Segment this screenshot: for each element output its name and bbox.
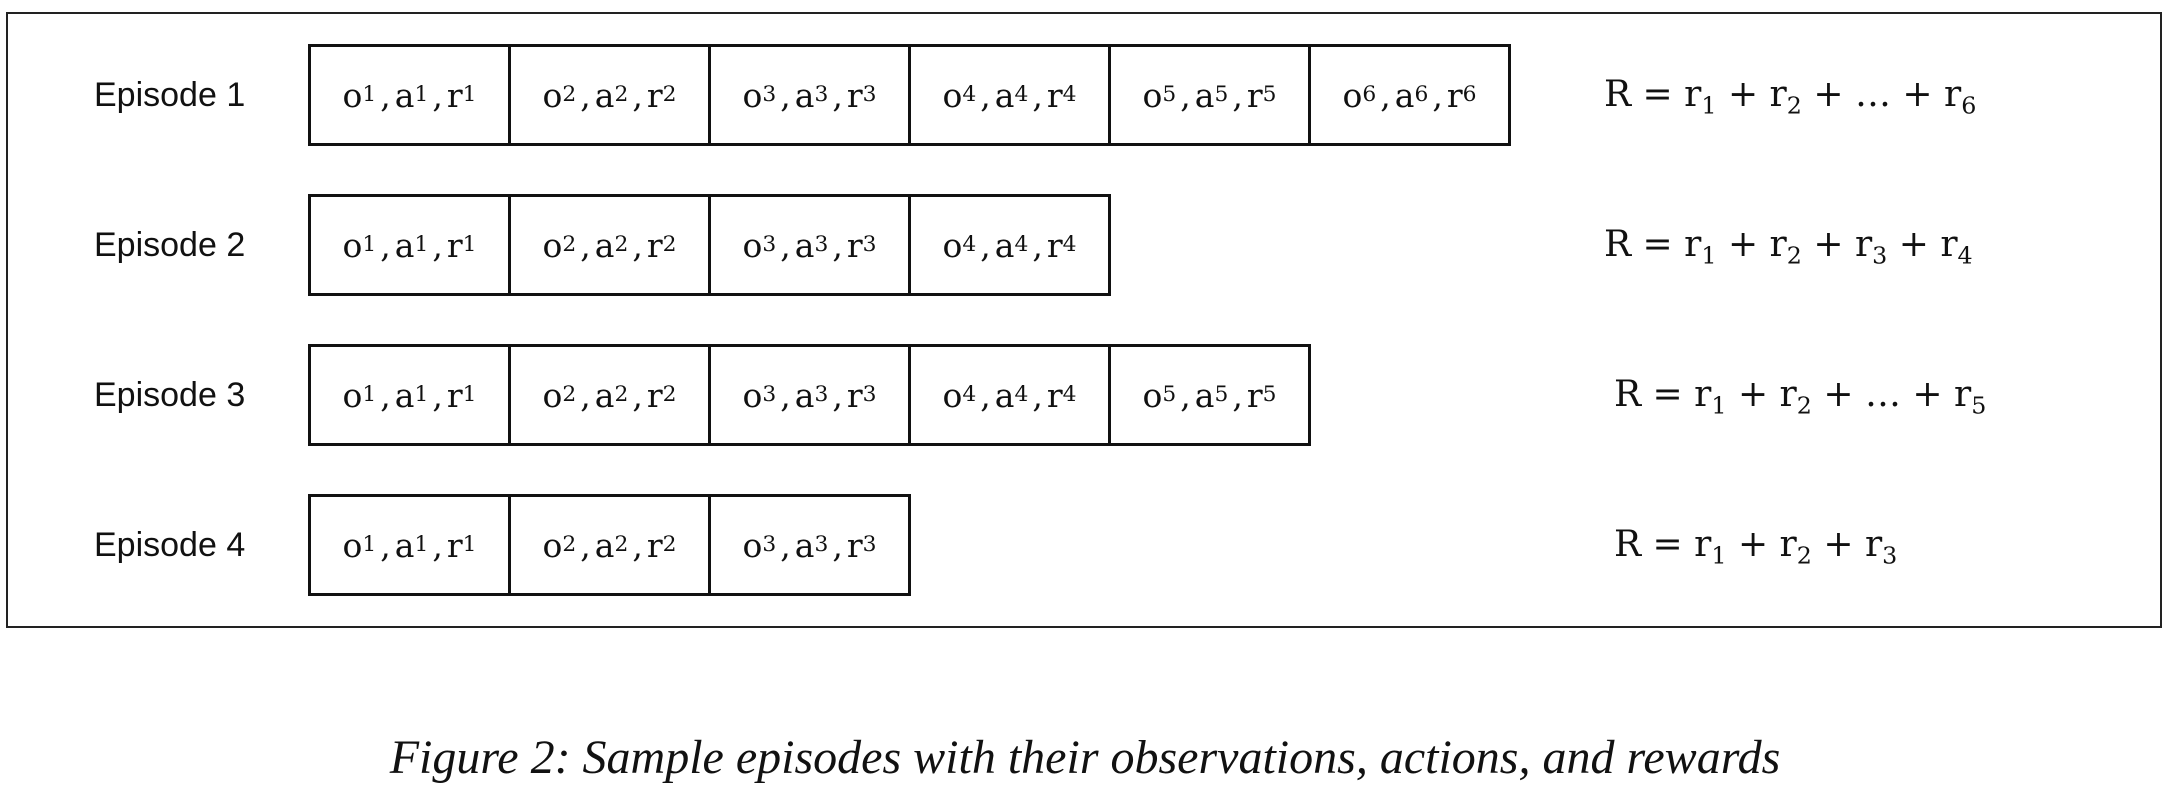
return-formula: R = r1 + r2 + r3 + r4 bbox=[1604, 224, 1973, 270]
episode-label: Episode 4 bbox=[94, 526, 246, 564]
episode-label: Episode 1 bbox=[94, 76, 246, 114]
return-formula: R = r1 + r2 + r3 bbox=[1614, 524, 1898, 570]
episode-label: Episode 2 bbox=[94, 226, 246, 264]
return-formula: R = r1 + r2 + … + r5 bbox=[1614, 374, 1987, 420]
episode-label: Episode 3 bbox=[94, 376, 246, 414]
return-formula: R = r1 + r2 + … + r6 bbox=[1604, 74, 1977, 120]
figure-caption: Figure 2: Sample episodes with their obs… bbox=[389, 731, 1781, 784]
